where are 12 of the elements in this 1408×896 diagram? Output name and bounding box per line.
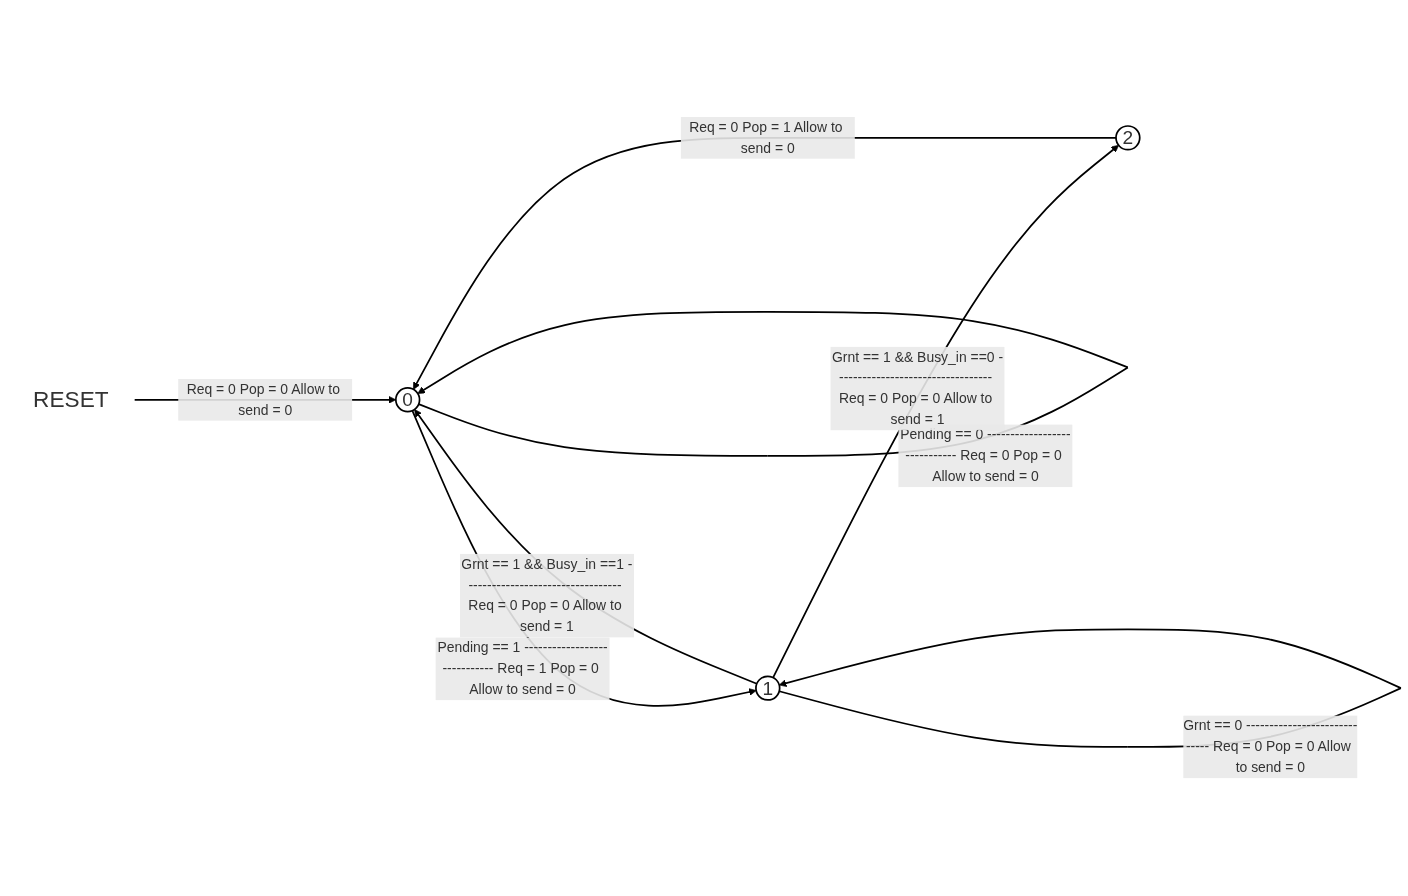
edge-label: Pending == 0 ----------------------------- Req = 0 Pop = 0 Allow to send = 0 bbox=[900, 427, 1071, 485]
node-circle: 2 bbox=[1115, 125, 1141, 151]
node-circle: 0 bbox=[394, 387, 421, 413]
edge-label: Req = 0 Pop = 1 Allow to send = 0 bbox=[689, 119, 843, 156]
edge-label: Grnt == 1 && Busy_in ==0 ---------------------------------- Req = 0 Pop = 0 Allow to send = 1 bbox=[831, 349, 1004, 428]
arrow bbox=[772, 145, 1119, 679]
edge-label: Grnt == 1 && Busy_in ==1 ---------------------------------- Req = 0 Pop = 0 Allow to send = 1 bbox=[461, 556, 633, 635]
edge-label: Grnt == 0 ----------------------------- Req = 0 Pop = 0 Allow to send = 0 bbox=[1183, 718, 1358, 776]
node-text: RESET bbox=[33, 386, 109, 413]
edge-label: Pending == 1 ----------------------------- Req = 1 Pop = 0 Allow to send = 0 bbox=[437, 640, 608, 698]
edge-label: Req = 0 Pop = 0 Allow to send = 0 bbox=[186, 381, 340, 418]
node-circle: 1 bbox=[755, 675, 781, 702]
